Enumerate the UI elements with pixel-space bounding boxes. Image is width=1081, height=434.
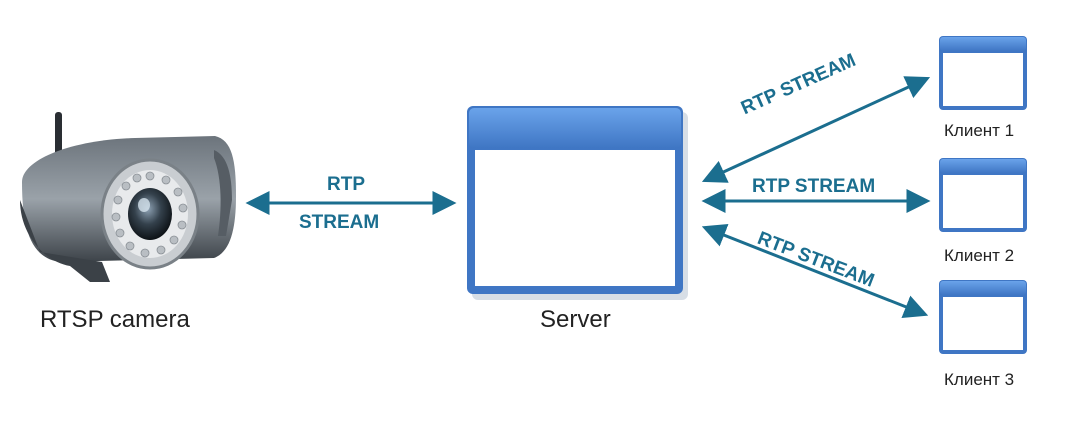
server-window-icon [467,106,688,300]
client-label-3: Клиент 3 [944,370,1015,389]
camera-stream-label-line2: STREAM [299,212,380,233]
client-window-icon-3 [939,280,1027,354]
server-client3-arrow [701,223,929,319]
client-label-1: Клиент 1 [944,121,1015,140]
server-client1-arrow [701,76,931,183]
server-label: Server [540,306,611,333]
client-label-2: Клиент 2 [944,246,1015,265]
client-window-icon-2 [939,158,1027,232]
camera-stream-label-line1: RTP [327,174,365,195]
rtsp-camera-icon [20,112,236,282]
client-window-icon-1 [939,36,1027,110]
client2-stream-label: RTP STREAM [752,176,876,197]
camera-label: RTSP camera [40,306,190,333]
